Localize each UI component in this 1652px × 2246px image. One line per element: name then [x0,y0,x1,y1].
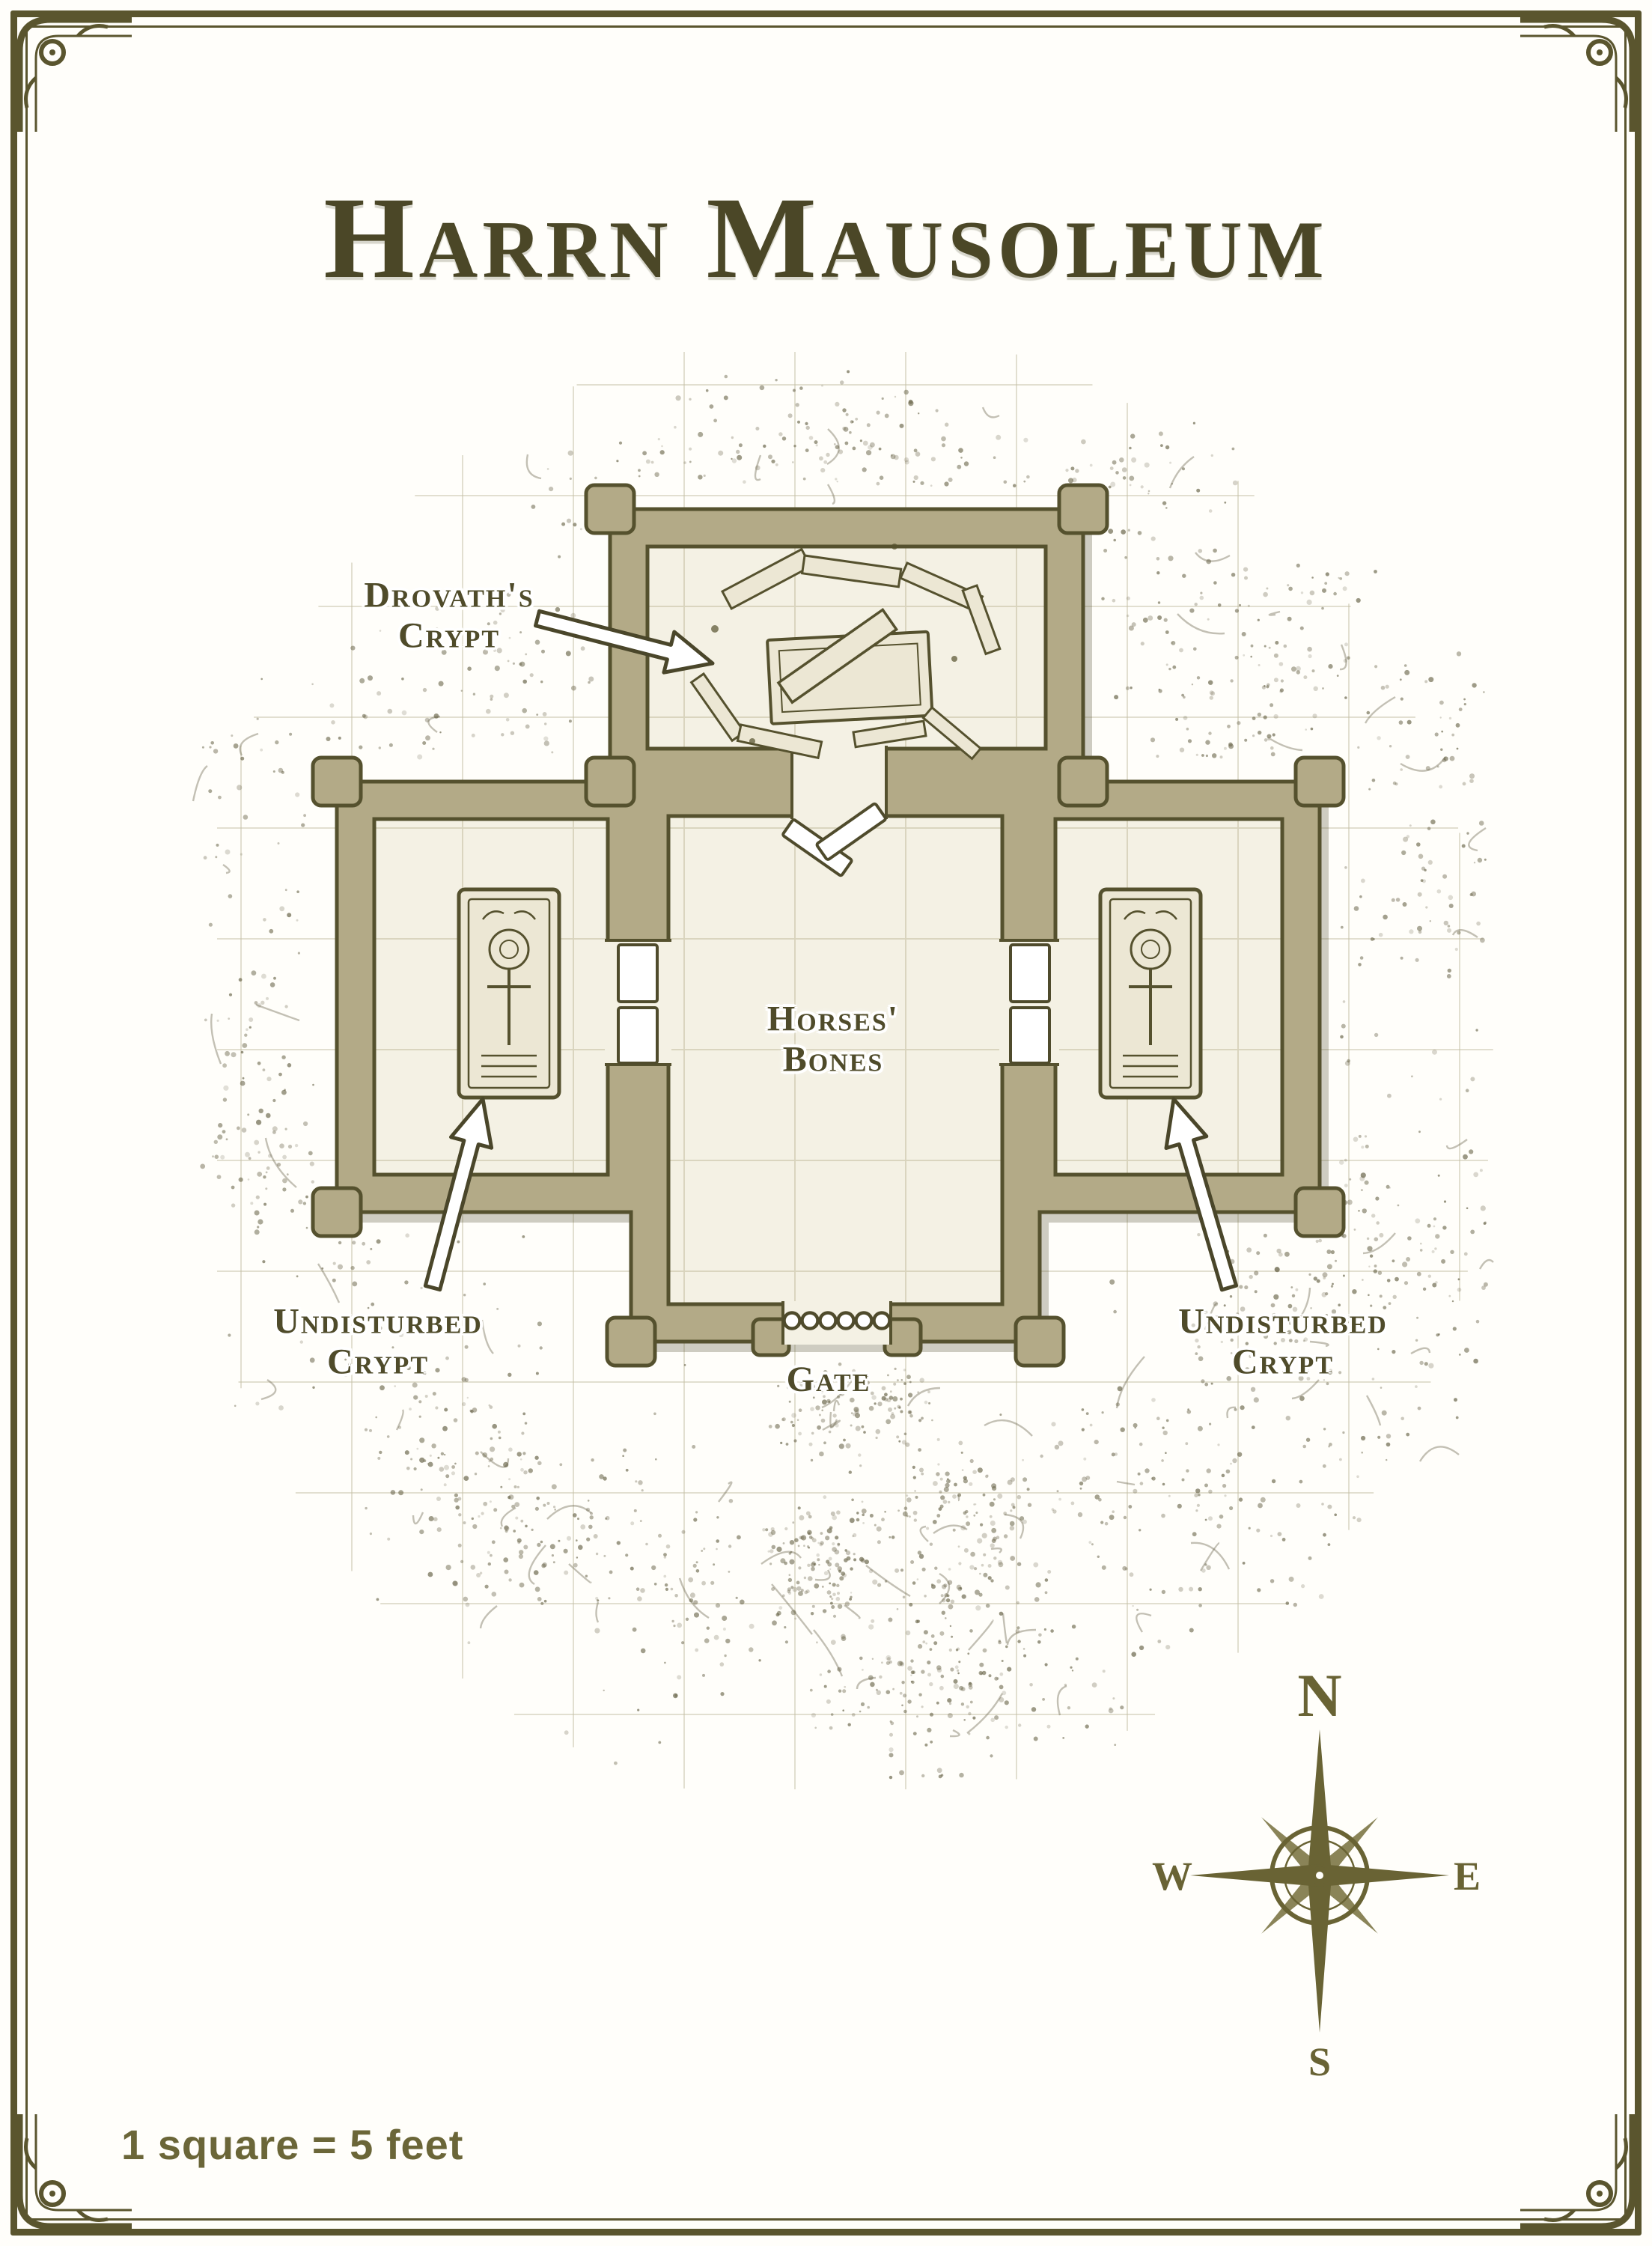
label-line: Gate [786,1360,871,1400]
label-line: Crypt [326,1342,430,1381]
label-undisturbed-crypt-left: Undisturbed Crypt [273,1301,483,1382]
central-hall-floor [668,816,1002,1304]
label-line: Crypt [1231,1342,1335,1381]
callout-arrows [423,609,1239,1292]
compass-rose-icon: N S W E [1152,1661,1481,2084]
door-slab [617,1006,659,1065]
compass-north-label: N [1297,1661,1341,1729]
label-line: Drovath's [364,575,534,615]
label-line: Crypt [397,615,501,655]
page-title: Harrn Mausoleum [323,173,1329,302]
gate-bars [782,1311,891,1330]
doorways [605,746,1059,1345]
door-slab [617,943,659,1003]
building-floorplan [311,483,1346,1368]
compass-south-label: S [1308,2039,1331,2084]
sarcophagus-right [1098,887,1203,1100]
label-line: Undisturbed [1178,1301,1388,1342]
crypt-debris [689,544,1002,761]
door-slab [1009,1006,1051,1065]
label-horses-bones: Horses' Bones [767,999,899,1080]
label-line: Undisturbed [273,1301,483,1342]
scale-note: 1 square = 5 feet [121,2121,464,2168]
wall-pillars [311,483,1346,1368]
door-leaf [815,802,887,861]
label-line: Bones [782,1039,884,1079]
sarcophagus-left [457,887,561,1100]
label-drovaths-crypt: Drovath's Crypt [364,575,534,656]
label-undisturbed-crypt-right: Undisturbed Crypt [1178,1301,1388,1382]
compass-west-label: W [1152,1854,1192,1899]
label-gate: Gate [787,1360,871,1400]
foliage-texture [192,370,1494,1780]
door-slab [1009,943,1051,1003]
compass-east-label: E [1454,1854,1481,1899]
label-line: Horses' [766,999,900,1039]
